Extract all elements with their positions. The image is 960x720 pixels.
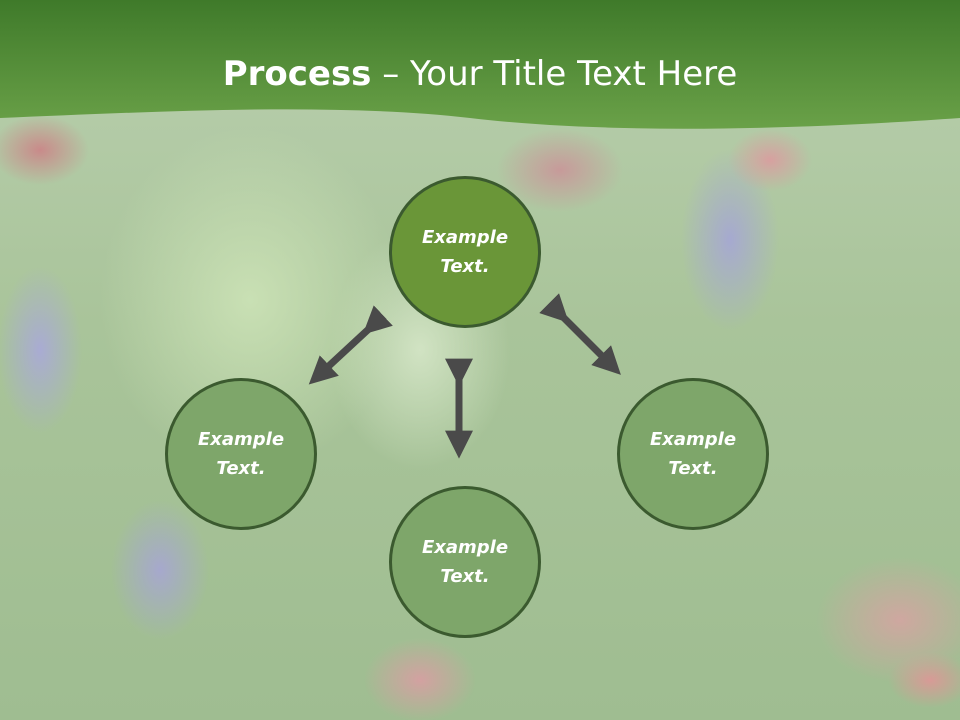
node-top-text: Example Text. <box>421 227 509 277</box>
node-left-text: Example Text. <box>197 429 285 479</box>
node-left: Example Text. <box>165 378 317 530</box>
node-right-text: Example Text. <box>649 429 737 479</box>
node-right: Example Text. <box>617 378 769 530</box>
title-rest: – Your Title Text Here <box>371 54 738 94</box>
node-bottom: Example Text. <box>389 486 541 638</box>
title-bold: Process <box>222 54 372 94</box>
header-band <box>0 0 960 129</box>
slide-title: Process – Your Title Text Here <box>0 52 960 96</box>
arrow-top-left-icon <box>308 305 393 385</box>
node-bottom-text: Example Text. <box>421 537 509 587</box>
arrow-top-right-icon <box>539 293 621 375</box>
node-top: Example Text. <box>389 176 541 328</box>
